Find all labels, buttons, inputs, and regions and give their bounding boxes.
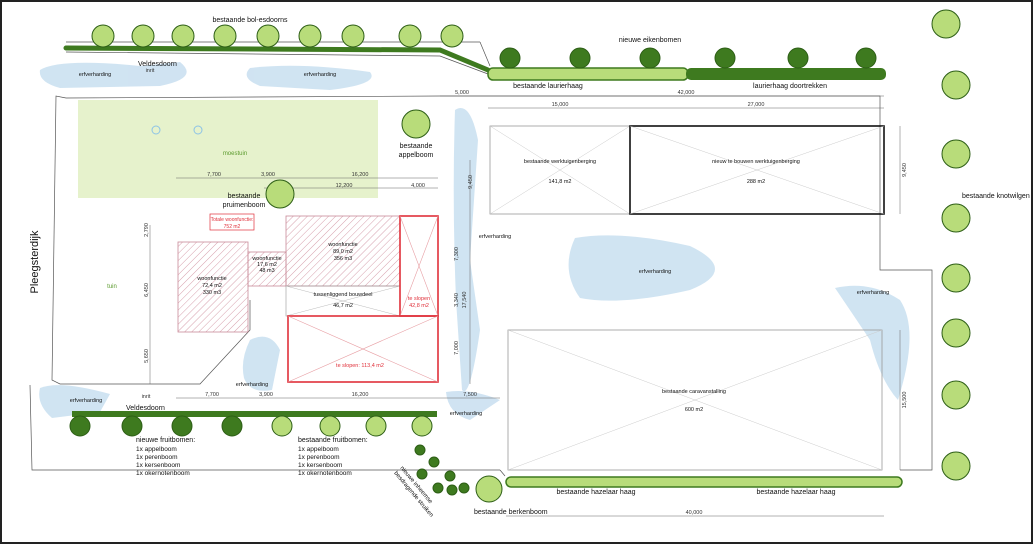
erfverharding-label: erfverharding [304, 72, 336, 78]
erfverharding-label: erfverharding [79, 72, 111, 78]
woonfunctie-small-label: woonfunctie [251, 256, 281, 262]
erfverharding-label: erfverharding [857, 290, 889, 296]
dim-16200-bottom: 16,200 [352, 392, 369, 398]
nieuwe-struiken-label: nieuwe inheemse besdragende struiken [392, 465, 434, 518]
list-item: 1x perenboom [298, 454, 340, 461]
bol-esdoorns-label: bestaande bol-esdoorns [212, 17, 288, 24]
bestaande-fruitbomen-list: bestaande fruitbomen: 1x appelboom 1x pe… [298, 437, 368, 477]
te-slopen-bottom-label: te slopen: 113,4 m2 [336, 363, 384, 369]
te-slopen-right-label: te slopen [408, 296, 430, 302]
dim-7500: 7,500 [463, 392, 477, 398]
werktuigenberging-1-area: 141,8 m2 [549, 179, 572, 185]
building-labels: woonfunctie 72,4 m2 330 m3 woonfunctie 1… [196, 159, 800, 413]
pruimenboom-label-1: bestaande [228, 193, 261, 200]
erfverharding-label: erfverharding [450, 411, 482, 417]
berkenboom-label: bestaande berkenboom [474, 509, 548, 516]
nieuwe-fruitbomen-list: nieuwe fruitbomen: 1x appelboom 1x peren… [136, 437, 195, 477]
dim-15500: 15,500 [902, 392, 908, 409]
dim-15000: 15,000 [552, 102, 569, 108]
erfverharding-label: erfverharding [639, 269, 671, 275]
dim-7700-bottom: 7,700 [205, 392, 219, 398]
laurierhaag-label: bestaande laurierhaag [513, 83, 583, 90]
erfverharding-label: erfverharding [236, 382, 268, 388]
werktuigenberging-2-label: nieuw te bouwen werktuigenberging [712, 159, 800, 165]
appelboom-label-1: bestaande [400, 143, 433, 150]
list-item: 1x kersenboom [136, 462, 180, 469]
woonfunctie-small-area: 17,6 m2 [257, 262, 277, 268]
tuin-label: tuin [107, 284, 117, 290]
dim-9450-v: 9,450 [468, 175, 474, 189]
list-item: 1x okernotenboom [136, 470, 190, 477]
dim-5650: 5,650 [144, 349, 150, 363]
dim-17540: 17,540 [462, 292, 468, 309]
hazelaar-label-2: bestaande hazelaar haag [756, 489, 835, 496]
woonfunctie-top-area: 89,0 m2 [333, 249, 353, 255]
dim-3340: 3,340 [454, 293, 460, 307]
dimension-lines [149, 95, 901, 517]
list-item: 1x appelboom [136, 446, 177, 453]
appelboom-label-2: appelboom [399, 152, 434, 159]
dim-42000: 42,000 [678, 90, 695, 96]
veldesdoorn-top-label: Veldesdoorn [138, 61, 177, 68]
woonfunctie-left-area: 72,4 m2 [202, 283, 222, 289]
dim-7700: 7,700 [207, 172, 221, 178]
moestuin-area [78, 100, 378, 198]
werktuigenberging-2-area: 288 m2 [747, 179, 765, 185]
dim-16200: 16,200 [352, 172, 369, 178]
woonfunctie-small-volume: 48 m3 [259, 268, 274, 274]
tussenbouw-label: tussenliggend bouwdeel [313, 292, 372, 298]
totale-woonfunctie-value: 752 m2 [224, 224, 241, 230]
dim-40000: 40,000 [686, 510, 703, 516]
totale-woonfunctie-box [209, 213, 255, 231]
caravanstalling-area: 600 m2 [685, 407, 703, 413]
list-item: 1x perenboom [136, 454, 178, 461]
inrit-label: inrit [146, 68, 155, 74]
well-icon [193, 125, 203, 135]
erfverharding-label: erfverharding [479, 234, 511, 240]
hazelaar-label-1: bestaande hazelaar haag [556, 489, 635, 496]
inrit-label: inrit [142, 394, 151, 400]
list-item: 1x okernotenboom [298, 470, 352, 477]
dim-6450: 6,450 [144, 283, 150, 297]
nieuwe-eikenbomen-label: nieuwe eikenbomen [619, 37, 681, 44]
dim-7300: 7,300 [454, 247, 460, 261]
woonfunctie-left-label: woonfunctie [196, 276, 226, 282]
list-item: 1x appelboom [298, 446, 339, 453]
erfverharding-label: erfverharding [70, 398, 102, 404]
list-item: 1x kersenboom [298, 462, 342, 469]
werktuigenberging-1-label: bestaande werktuigenberging [524, 159, 596, 165]
trees [69, 9, 971, 503]
woonfunctie-left-volume: 330 m3 [203, 290, 221, 296]
list-item: bestaande fruitbomen: [298, 437, 368, 444]
woonfunctie-top-volume: 356 m3 [334, 256, 352, 262]
well-icon [151, 125, 161, 135]
veldesdoorn-bottom-label: Veldesdoorn [126, 405, 165, 412]
dim-5000: 5,000 [455, 90, 469, 96]
knotwilgen-label: bestaande knotwilgen [962, 193, 1030, 200]
dim-9450: 9,450 [902, 163, 908, 177]
dim-3900-bottom: 3,900 [259, 392, 273, 398]
dim-3900: 3,900 [261, 172, 275, 178]
caravanstalling-label: bestaande caravanstalling [662, 389, 726, 395]
laurierhaag-doortrekken-label: laurierhaag doortrekken [753, 83, 827, 90]
dim-4000: 4,000 [411, 183, 425, 189]
erfverharding-labels: erfverharding erfverharding erfverhardin… [70, 72, 889, 417]
dim-27000: 27,000 [748, 102, 765, 108]
dim-7000: 7,000 [454, 341, 460, 355]
dim-12200: 12,200 [336, 183, 353, 189]
dim-2790: 2,790 [144, 223, 150, 237]
totale-woonfunctie-label: Totale woonfunctie: [211, 217, 254, 223]
pruimenboom-label-2: pruimenboom [223, 202, 266, 209]
moestuin-label: moestuin [223, 151, 247, 157]
tussenbouw-area: 46,7 m2 [333, 303, 353, 309]
hedges [63, 45, 903, 488]
list-item: nieuwe fruitbomen: [136, 437, 195, 444]
buildings [177, 125, 885, 471]
woonfunctie-top-label: woonfunctie [327, 242, 357, 248]
paving-areas [39, 62, 910, 420]
pleegsterdijk-label: Pleegsterdijk [29, 230, 41, 293]
te-slopen-right-area: 42,8 m2 [409, 303, 429, 309]
